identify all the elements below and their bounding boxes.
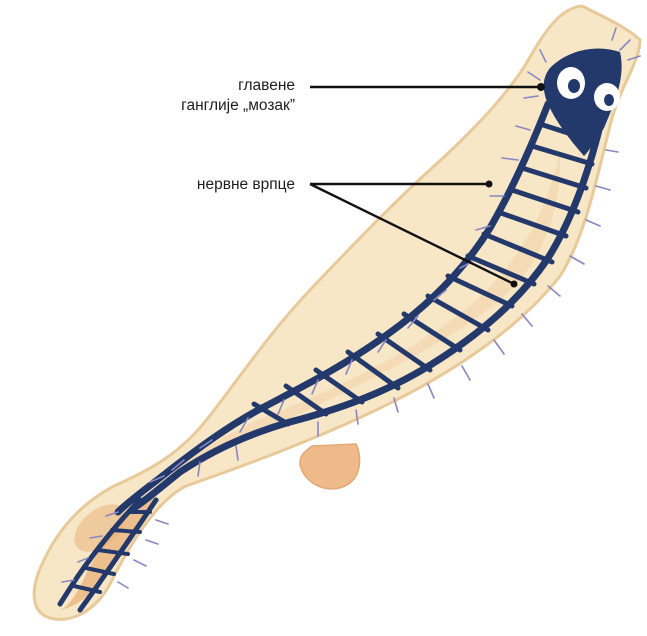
label-cerebral-ganglia-line1: главене bbox=[181, 76, 295, 96]
eye-left bbox=[557, 67, 585, 99]
leader-dot-ganglia bbox=[537, 83, 545, 91]
leader-dot-cord-lower bbox=[511, 281, 518, 288]
label-cerebral-ganglia: главене ганглије „мозак” bbox=[181, 76, 295, 116]
label-cerebral-ganglia-line2: ганглије „мозак” bbox=[181, 96, 295, 116]
pharynx-shape bbox=[300, 444, 360, 489]
label-nerve-cords: нервне врпце bbox=[197, 175, 295, 195]
leader-dot-cord-upper bbox=[486, 181, 493, 188]
eye-right bbox=[594, 83, 620, 111]
